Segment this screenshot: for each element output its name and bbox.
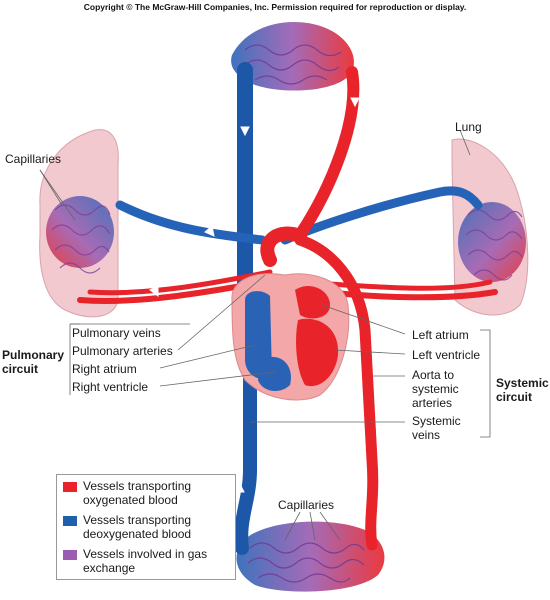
label-pulmonary-circuit: Pulmonary circuit bbox=[2, 348, 65, 376]
label-systemic-veins: Systemic veins bbox=[412, 414, 461, 442]
copyright-notice: Copyright © The McGraw-Hill Companies, I… bbox=[83, 2, 467, 12]
legend-text-gas-exchange: Vessels involved in gas exchange bbox=[83, 547, 208, 575]
legend-item-deoxygenated: Vessels transporting deoxygenated blood bbox=[63, 513, 233, 541]
label-body-capillaries: Capillaries bbox=[278, 498, 335, 512]
label-right-atrium: Right atrium bbox=[72, 362, 137, 376]
label-pulmonary-arteries: Pulmonary arteries bbox=[72, 344, 173, 358]
label-left-ventricle: Left ventricle bbox=[412, 348, 481, 362]
legend-swatch-purple bbox=[63, 550, 77, 560]
legend-swatch-red bbox=[63, 482, 77, 492]
left-lung bbox=[39, 129, 119, 318]
lower-capillary-bed bbox=[236, 521, 385, 592]
label-lung: Lung bbox=[455, 120, 482, 134]
legend-text-oxygenated: Vessels transporting oxygenated blood bbox=[83, 479, 192, 507]
label-aorta: Aorta to systemic arteries bbox=[412, 368, 459, 410]
leader-lines bbox=[39, 129, 491, 541]
label-left-atrium: Left atrium bbox=[412, 328, 469, 342]
right-lung bbox=[451, 138, 529, 316]
label-pulmonary-veins: Pulmonary veins bbox=[72, 326, 161, 340]
legend-text-deoxygenated: Vessels transporting deoxygenated blood bbox=[83, 513, 192, 541]
label-lung-capillaries: Capillaries bbox=[5, 152, 62, 166]
heart bbox=[231, 273, 350, 401]
legend-item-oxygenated: Vessels transporting oxygenated blood bbox=[63, 479, 233, 507]
label-right-ventricle: Right ventricle bbox=[72, 380, 149, 394]
oxygenated-vessels bbox=[77, 66, 498, 551]
legend: Vessels transporting oxygenated blood Ve… bbox=[56, 474, 236, 580]
label-systemic-circuit: Systemic circuit bbox=[496, 376, 549, 404]
flow-arrows bbox=[149, 97, 394, 496]
legend-item-gas-exchange: Vessels involved in gas exchange bbox=[63, 547, 233, 575]
legend-swatch-blue bbox=[63, 516, 77, 526]
upper-capillary-bed bbox=[231, 22, 354, 91]
